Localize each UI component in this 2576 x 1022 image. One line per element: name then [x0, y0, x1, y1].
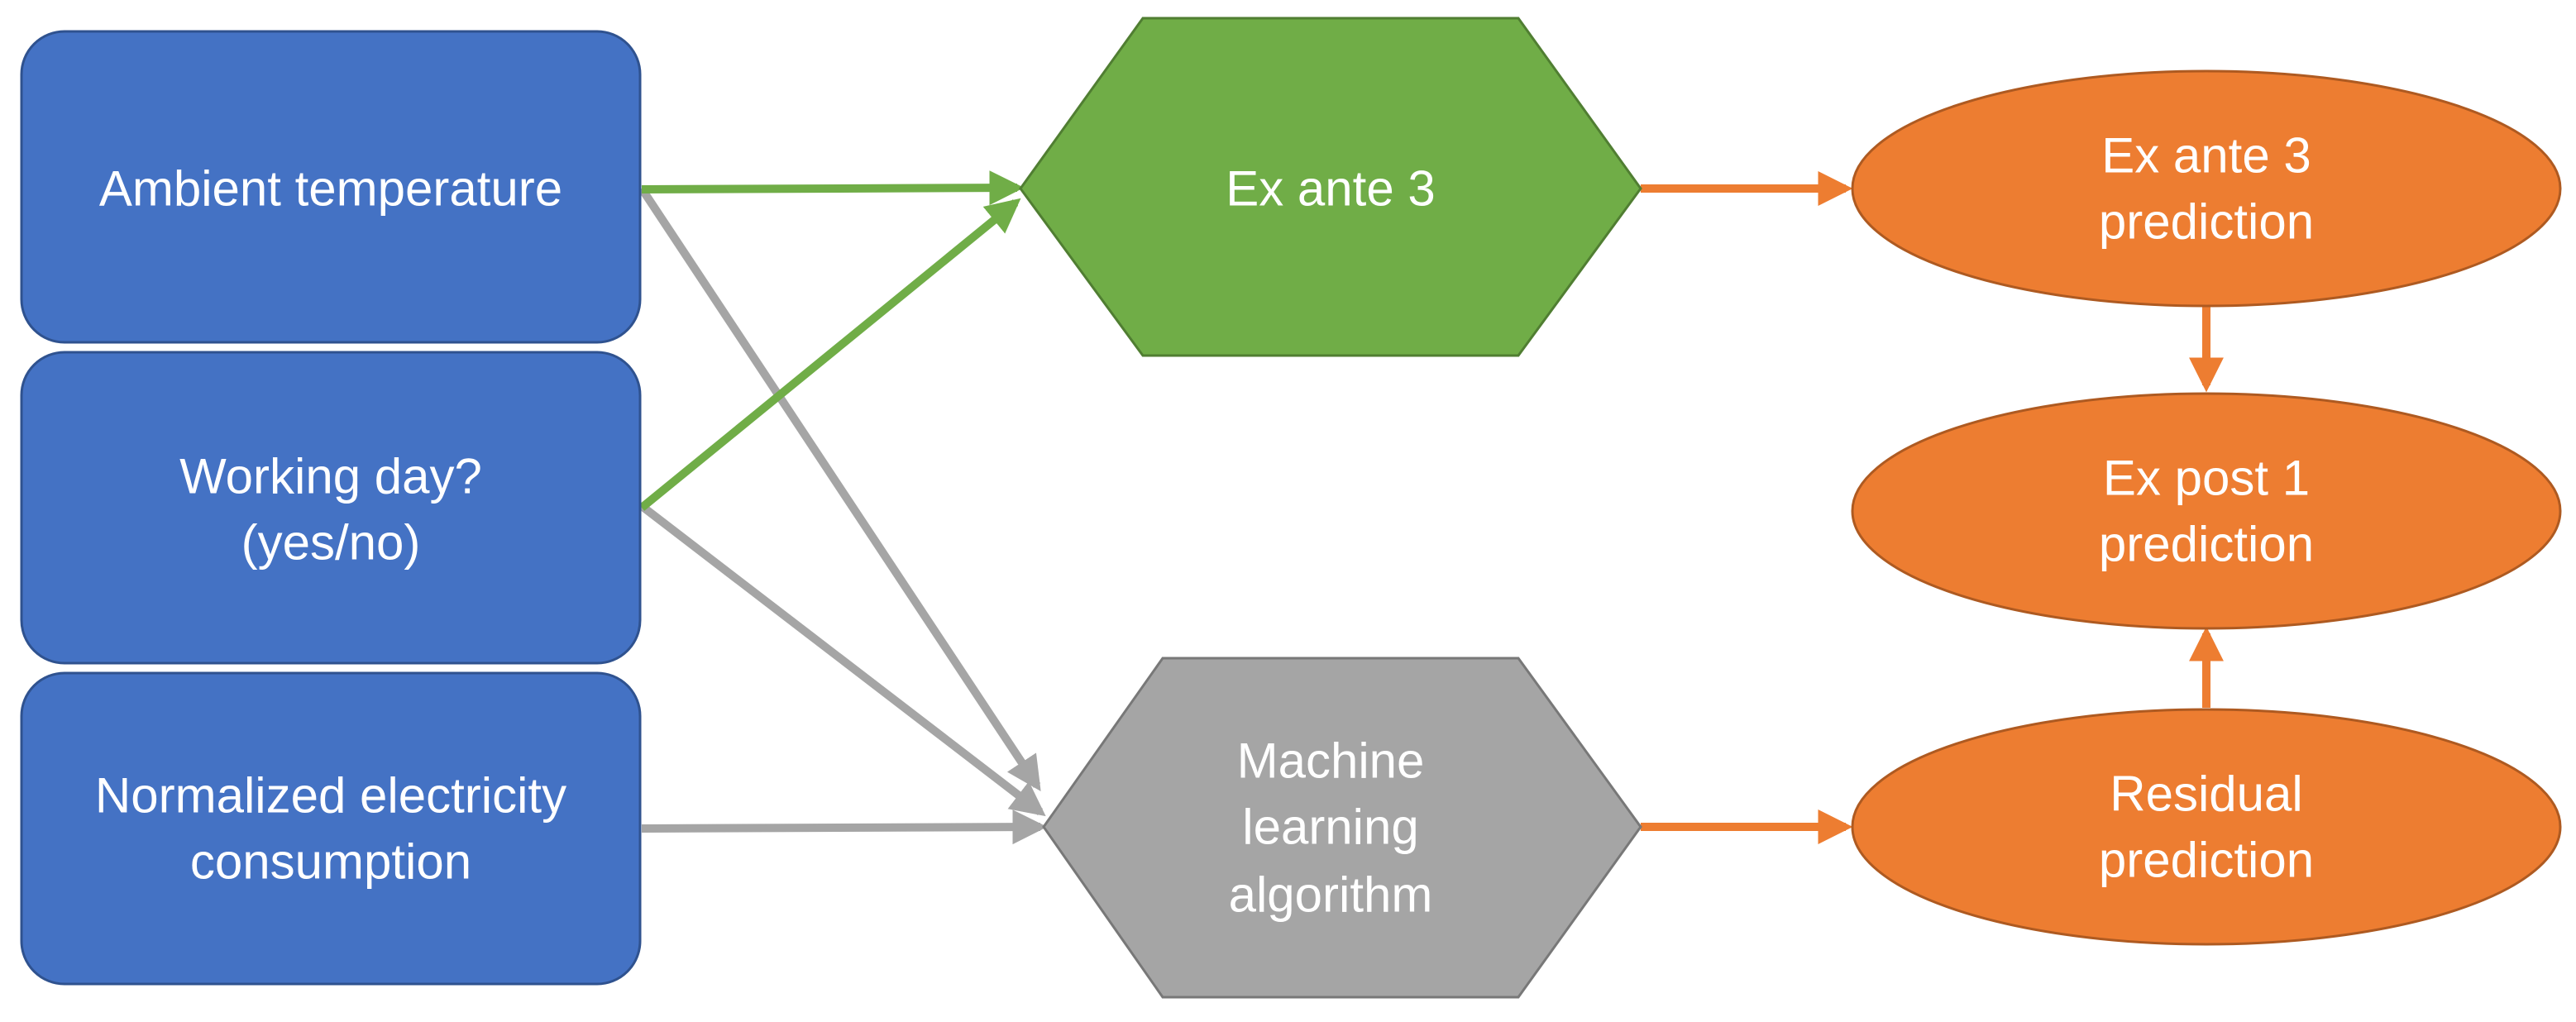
model-machine-learning-label-line3: algorithm [1229, 867, 1433, 923]
connectors [638, 170, 2224, 845]
model-machine-learning: Machine learning algorithm [1042, 657, 1642, 999]
prediction-ex-ante-3-label-line2: prediction [2099, 194, 2314, 250]
input-normalized-consumption-label-line1: Normalized electricity [95, 768, 566, 824]
prediction-ex-post-1-label-line1: Ex post 1 [2103, 451, 2310, 506]
model-machine-learning-label-line2: learning [1242, 800, 1419, 855]
arrow-workingday-to-exante [638, 198, 1021, 511]
arrow-workingday-to-ml [638, 503, 1046, 817]
prediction-residual: Residual prediction [1851, 708, 2562, 946]
model-machine-learning-label-line1: Machine [1237, 733, 1425, 789]
input-normalized-consumption: Normalized electricity consumption [20, 671, 642, 986]
input-working-day-label-line1: Working day? [179, 449, 482, 504]
input-working-day-label-line2: (yes/no) [241, 515, 421, 571]
prediction-ex-ante-3: Ex ante 3 prediction [1851, 69, 2562, 308]
model-ex-ante-3-label: Ex ante 3 [1226, 161, 1436, 217]
arrow-consumption-to-ml [641, 809, 1048, 845]
prediction-residual-label-line1: Residual [2110, 766, 2302, 822]
arrow-temperature-to-exante [641, 170, 1025, 206]
input-ambient-temperature: Ambient temperature [20, 30, 642, 344]
input-working-day: Working day? (yes/no) [20, 351, 642, 665]
input-ambient-temperature-label: Ambient temperature [99, 161, 562, 217]
model-ex-ante-3: Ex ante 3 [1019, 17, 1642, 357]
prediction-ex-post-1: Ex post 1 prediction [1851, 392, 2562, 630]
input-normalized-consumption-label-line2: consumption [190, 834, 471, 890]
prediction-ex-post-1-label-line2: prediction [2099, 517, 2314, 572]
prediction-residual-label-line2: prediction [2099, 833, 2314, 888]
prediction-ex-ante-3-label-line1: Ex ante 3 [2101, 128, 2311, 184]
arrow-temperature-to-ml [638, 186, 1041, 792]
